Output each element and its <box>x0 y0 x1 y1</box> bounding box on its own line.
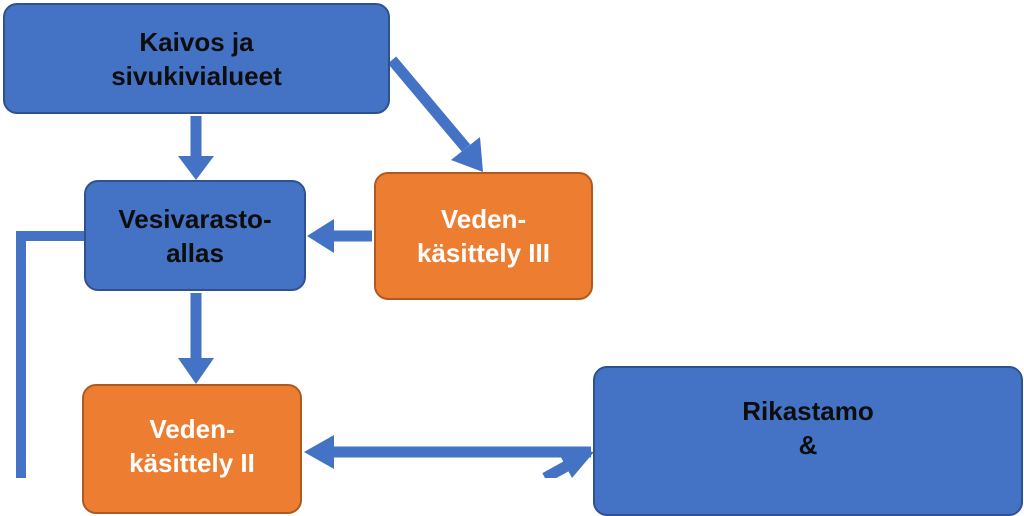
edge-reservoir-to-treatment-2 <box>178 293 214 384</box>
node-treatment-3: Veden- käsittely III <box>374 172 593 300</box>
edge-mine-to-treatment-3 <box>387 56 483 172</box>
edge-treatment-2-to-plant <box>542 448 594 478</box>
edge-plant-to-treatment-2 <box>304 435 591 469</box>
node-reservoir-line-2: allas <box>166 237 224 268</box>
node-treatment-2: Veden- käsittely II <box>82 384 302 514</box>
node-plant-line-1: Rikastamo <box>742 396 874 426</box>
node-treatment-3-line-1: Veden- <box>440 204 527 234</box>
node-treatment-2-line-2: käsittely II <box>129 448 255 478</box>
node-treatment-2-line-1: Veden- <box>149 414 235 444</box>
edge-mine-to-reservoir <box>178 116 214 180</box>
node-plant-line-2: & <box>798 430 818 460</box>
node-reservoir: Vesivarasto- allas <box>84 180 306 291</box>
flow-diagram: Kaivos ja sivukivialueet Vesivarasto- al… <box>3 3 1023 516</box>
edge-reservoir-bypass <box>16 231 84 478</box>
diagram-edges <box>16 56 594 478</box>
node-plant: Rikastamo & <box>593 366 1023 516</box>
node-reservoir-line-1: Vesivarasto- <box>118 203 272 234</box>
node-treatment-3-line-2: käsittely III <box>417 238 550 268</box>
node-mine: Kaivos ja sivukivialueet <box>3 3 390 114</box>
node-mine-line-1: Kaivos ja <box>139 26 254 57</box>
edge-treatment-3-to-reservoir <box>307 219 372 253</box>
node-mine-line-2: sivukivialueet <box>111 60 282 91</box>
